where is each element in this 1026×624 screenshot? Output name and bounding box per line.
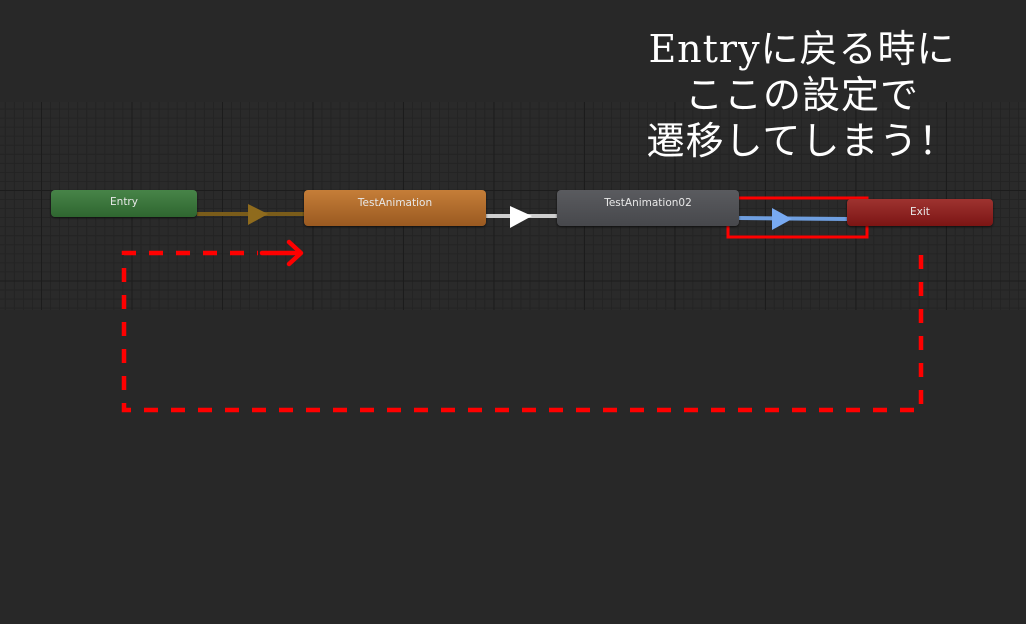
transition-entry-to-testanimation[interactable] bbox=[197, 204, 304, 225]
arrow-icon bbox=[248, 204, 268, 225]
state-node-testanimation02[interactable]: TestAnimation02 bbox=[557, 190, 739, 226]
annotation-line: 遷移してしまう！ bbox=[646, 119, 958, 163]
transition-testanimation-to-testanimation02[interactable] bbox=[486, 206, 557, 228]
transition-testanimation02-to-exit[interactable] bbox=[738, 208, 848, 230]
node-label: Entry bbox=[110, 196, 138, 208]
node-label: Exit bbox=[910, 206, 930, 218]
arrow-icon bbox=[510, 206, 532, 228]
arrow-right-icon bbox=[286, 239, 304, 267]
annotation-note: Entryに戻る時に ここの設定で 遷移してしまう！ bbox=[632, 26, 972, 164]
state-node-exit[interactable]: Exit bbox=[847, 199, 993, 226]
node-label: TestAnimation02 bbox=[604, 197, 692, 209]
state-node-entry[interactable]: Entry bbox=[51, 190, 197, 217]
arrow-icon bbox=[772, 208, 792, 230]
node-label: TestAnimation bbox=[357, 197, 433, 209]
annotation-line: Entryに戻る時に bbox=[648, 27, 956, 71]
annotation-line: ここの設定で bbox=[684, 73, 919, 117]
return-path-annotation bbox=[121, 239, 924, 413]
state-node-testanimation[interactable]: TestAnimation bbox=[304, 190, 486, 226]
